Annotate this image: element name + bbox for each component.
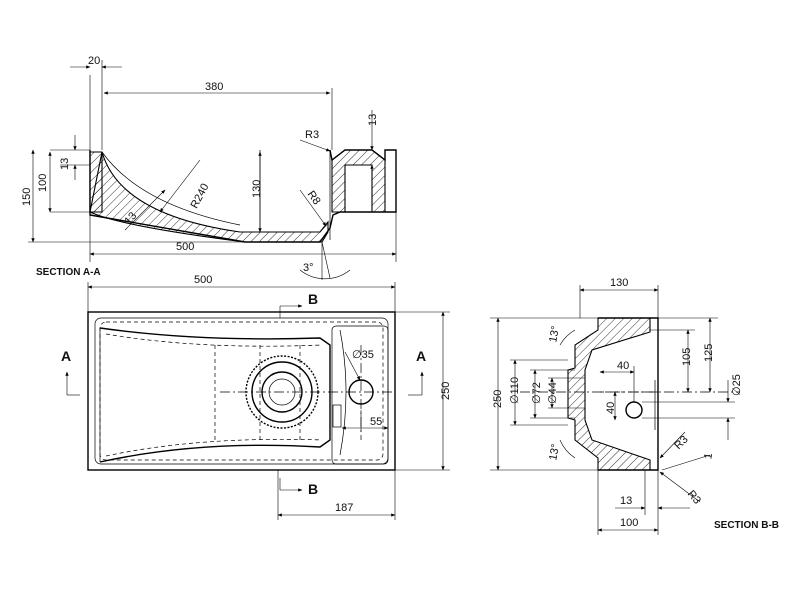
dim-500-aa: 500 xyxy=(176,241,194,253)
dim-d72: ∅72 xyxy=(531,382,543,404)
dim-13deg-top: 13° xyxy=(547,325,562,343)
dim-angle-3: 3° xyxy=(303,262,314,274)
dim-500-plan: 500 xyxy=(194,274,212,286)
dim-13-right: 13 xyxy=(367,114,379,126)
dim-r240: R240 xyxy=(189,182,212,211)
dim-r3-b: R3 xyxy=(685,488,703,506)
dim-r8: R8 xyxy=(305,189,323,207)
dim-55: 55 xyxy=(370,416,382,428)
dim-187: 187 xyxy=(335,502,353,514)
dim-13deg-bot: 13° xyxy=(547,443,562,461)
dim-250-bb: 250 xyxy=(492,390,504,408)
dim-125: 125 xyxy=(703,344,715,362)
dim-13-bb: 13 xyxy=(620,495,632,507)
dim-13-top: 13 xyxy=(59,158,71,170)
dim-d110: ∅110 xyxy=(509,377,521,404)
dim-20: 20 xyxy=(88,55,100,67)
dim-130: 130 xyxy=(251,180,263,198)
dim-1: 1 xyxy=(702,452,715,460)
dim-150: 150 xyxy=(21,188,33,206)
section-arrow-a-left: A xyxy=(61,348,71,364)
dim-105: 105 xyxy=(681,348,693,366)
section-aa-view: 20 380 R3 13 13 100 150 130 R240 xyxy=(21,55,397,280)
dim-130-bb: 130 xyxy=(610,277,628,289)
section-arrow-b-bottom: B xyxy=(308,481,318,497)
dim-d25: ∅25 xyxy=(731,374,743,396)
dim-d44: ∅44 xyxy=(547,382,559,404)
dim-40-v: 40 xyxy=(605,402,617,414)
plan-view: ∅35 55 500 250 187 A A B B xyxy=(61,274,452,520)
dim-r3-a: R3 xyxy=(672,434,690,452)
section-bb-view: 130 13° 105 125 40 40 ∅110 ∅72 ∅44 xyxy=(490,277,779,535)
dim-100-bb: 100 xyxy=(620,517,638,529)
dim-380: 380 xyxy=(205,81,223,93)
section-arrow-b-top: B xyxy=(308,291,318,307)
dim-d35: ∅35 xyxy=(352,349,374,361)
section-arrow-a-right: A xyxy=(416,348,426,364)
dim-250-plan: 250 xyxy=(440,382,452,400)
dim-r3: R3 xyxy=(305,129,319,141)
dim-40-h: 40 xyxy=(617,360,629,372)
section-aa-title: SECTION A-A xyxy=(36,267,101,278)
dim-100: 100 xyxy=(37,174,49,192)
section-bb-title: SECTION B-B xyxy=(714,520,779,531)
